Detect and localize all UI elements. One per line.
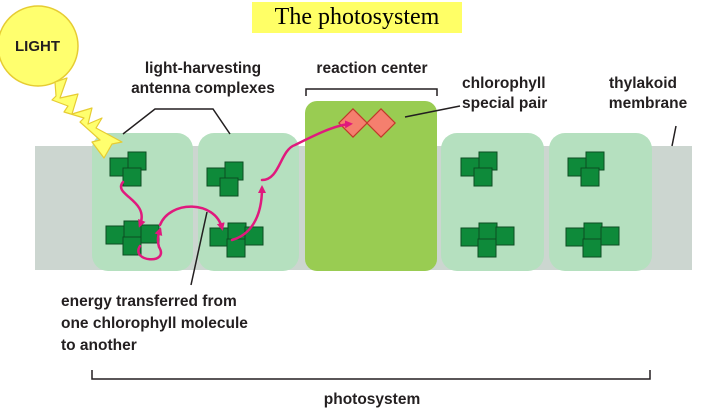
chlorophyll-icon xyxy=(219,177,239,197)
chlorophyll-icon xyxy=(582,238,602,258)
reaction-center-box xyxy=(305,101,437,271)
chlorophyll-icon xyxy=(600,226,620,246)
special-pair-label-line1: chlorophyll xyxy=(462,75,546,92)
sun-icon xyxy=(0,5,79,87)
chlorophyll-icon xyxy=(105,225,125,245)
chlorophyll-icon xyxy=(478,151,498,171)
chlorophyll-molecules xyxy=(105,151,620,258)
energy-leader-line xyxy=(190,211,208,286)
antenna-label-line2: antenna complexes xyxy=(131,80,275,97)
energy-label-line2: one chlorophyll molecule xyxy=(61,315,248,332)
special-pair-leader-line xyxy=(404,105,461,118)
chlorophyll-icon xyxy=(580,167,600,187)
chlorophyll-icon xyxy=(565,227,585,247)
photosystem-bracket xyxy=(91,370,651,380)
energy-arrow-3 xyxy=(158,205,225,231)
energy-arrow-4 xyxy=(230,185,266,242)
chlorophyll-icon xyxy=(224,161,244,181)
antenna-bracket xyxy=(122,108,231,135)
light-label: LIGHT xyxy=(15,38,60,55)
thylakoid-leader-line xyxy=(671,125,677,147)
reaction-center-bracket xyxy=(305,88,438,96)
thylakoid-label-line2: membrane xyxy=(609,95,688,112)
antenna-complex-2 xyxy=(198,133,299,271)
chlorophyll-icon xyxy=(226,238,246,258)
chlorophyll-icon xyxy=(209,227,229,247)
chlorophyll-icon xyxy=(585,151,605,171)
energy-arrow-2 xyxy=(137,227,163,261)
special-pair-molecule-1 xyxy=(338,108,368,138)
chlorophyll-icon xyxy=(460,227,480,247)
chlorophyll-icon xyxy=(140,224,160,244)
energy-label-line1: energy transferred from xyxy=(61,293,237,310)
thylakoid-label-line1: thylakoid xyxy=(609,75,677,92)
special-pair-label-line2: special pair xyxy=(462,95,547,112)
photosystem-label: photosystem xyxy=(324,391,420,408)
energy-label-line3: to another xyxy=(61,337,137,354)
light-ray-icon xyxy=(51,77,123,159)
chlorophyll-special-pair xyxy=(338,108,396,138)
special-pair-molecule-2 xyxy=(366,108,396,138)
energy-arrow-5 xyxy=(260,120,353,182)
chlorophyll-icon xyxy=(127,151,147,171)
chlorophyll-icon xyxy=(477,238,497,258)
chlorophyll-icon xyxy=(122,167,142,187)
antenna-label-line1: light-harvesting xyxy=(145,60,261,77)
energy-arrow-1 xyxy=(119,180,146,228)
energy-arrow-icon xyxy=(119,120,353,261)
diagram-title: The photosystem xyxy=(252,2,462,33)
chlorophyll-icon xyxy=(495,226,515,246)
chlorophyll-icon xyxy=(244,226,264,246)
chlorophyll-icon xyxy=(473,167,493,187)
chlorophyll-icon xyxy=(583,222,603,242)
reaction-center-label: reaction center xyxy=(316,60,427,77)
chlorophyll-icon xyxy=(478,222,498,242)
